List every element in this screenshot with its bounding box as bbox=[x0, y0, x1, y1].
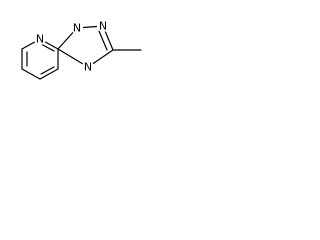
molecule-structure-diagram: N N N N bbox=[21, 20, 142, 80]
n1-label-background bbox=[34, 33, 46, 45]
bond-c6-c5 bbox=[21, 68, 41, 80]
n2-label-background bbox=[71, 22, 83, 34]
n4-label-background bbox=[82, 61, 94, 73]
bond-c8a-n1-inner bbox=[40, 43, 55, 52]
nitrogen-n1: N bbox=[36, 33, 44, 46]
bond-c5-n4-inner bbox=[40, 66, 55, 75]
bond-n3-c3-inner bbox=[98, 30, 108, 51]
n3-label-background bbox=[97, 20, 109, 32]
nitrogen-n4: N bbox=[84, 61, 92, 74]
nitrogen-n3: N bbox=[99, 20, 107, 33]
bond-c5-n4 bbox=[39, 68, 59, 80]
nitrogen-n2: N bbox=[73, 22, 81, 35]
